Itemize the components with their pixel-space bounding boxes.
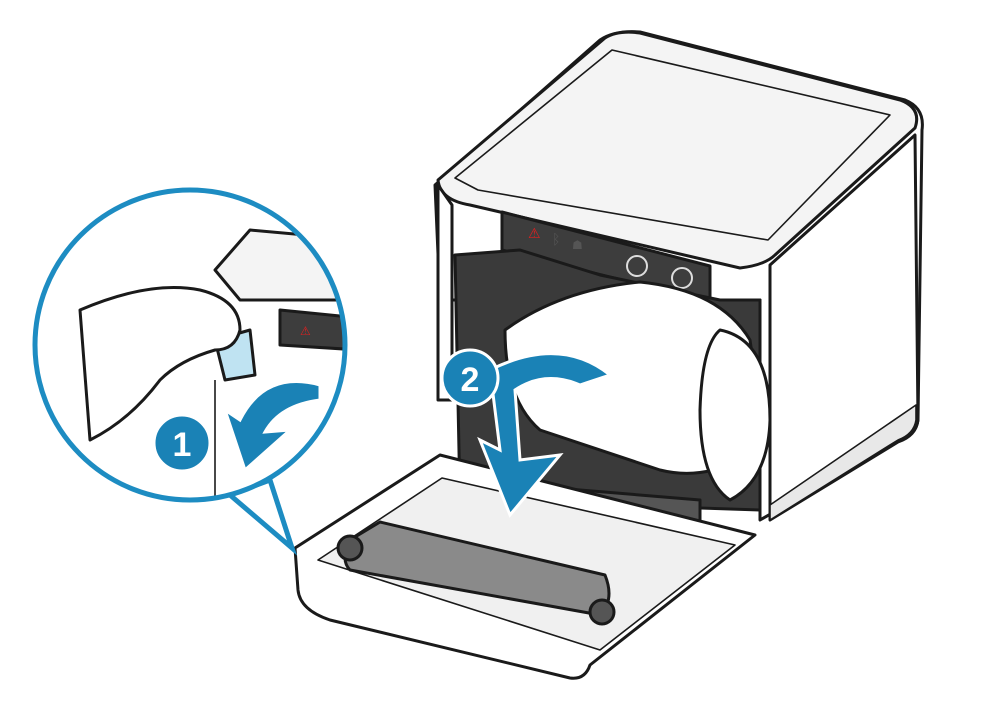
svg-text:⚠: ⚠ [300, 324, 311, 338]
press-arrow [222, 380, 322, 473]
open-direction-arrow [477, 352, 614, 518]
printer-interior [453, 248, 772, 562]
detail-callout: ⚠ [32, 187, 348, 556]
step-2-badge: 2 [440, 348, 500, 408]
feed-icon[interactable] [626, 255, 648, 277]
error-icon: ⚠ [528, 225, 541, 241]
bluetooth-icon: ᛒ [552, 231, 560, 247]
power-icon[interactable] [671, 267, 693, 289]
step-2-number: 2 [461, 361, 480, 399]
network-icon: ☗ [572, 238, 583, 252]
finger [78, 286, 242, 442]
step-1-number: 1 [173, 426, 192, 464]
printer-cover [293, 453, 757, 680]
step-1-badge: 1 [152, 413, 212, 473]
